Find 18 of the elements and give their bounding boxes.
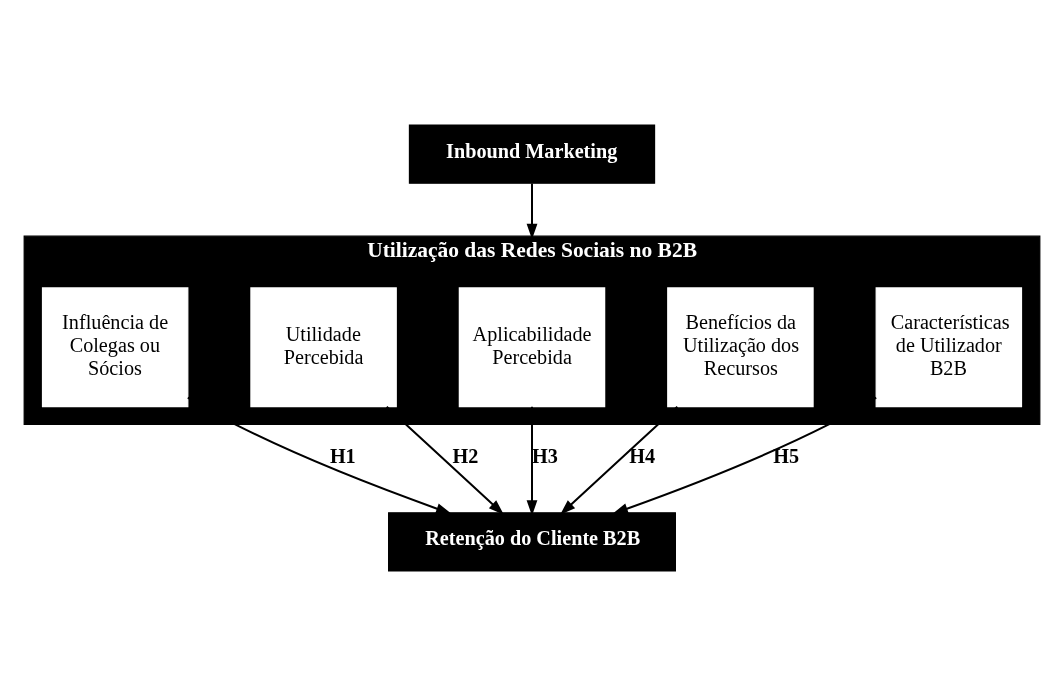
node-box: Utilidade Percebida: [250, 287, 397, 408]
edge-label: H5: [773, 445, 800, 468]
node-box: Inbound Marketing: [408, 124, 656, 184]
arrow: [526, 406, 538, 516]
node-box: Características de Utilizador B2B: [875, 287, 1023, 408]
arrow: [386, 406, 504, 515]
edge-label: H3: [532, 445, 558, 468]
edge-label: H2: [452, 445, 479, 468]
node-box: Influência de Colegas ou Sócios: [41, 287, 189, 408]
edge-label: H4: [629, 445, 656, 468]
node-box: Retenção do Cliente B2B: [388, 512, 676, 572]
edge-label: H1: [329, 445, 356, 468]
arrow: [187, 396, 452, 514]
arrow: [560, 406, 678, 515]
arrow: [612, 396, 877, 514]
node-box: Benefícios da Utilização dos Recursos: [667, 287, 814, 408]
node-box: Aplicabilidade Percebida: [458, 287, 606, 408]
arrow: [526, 183, 538, 240]
